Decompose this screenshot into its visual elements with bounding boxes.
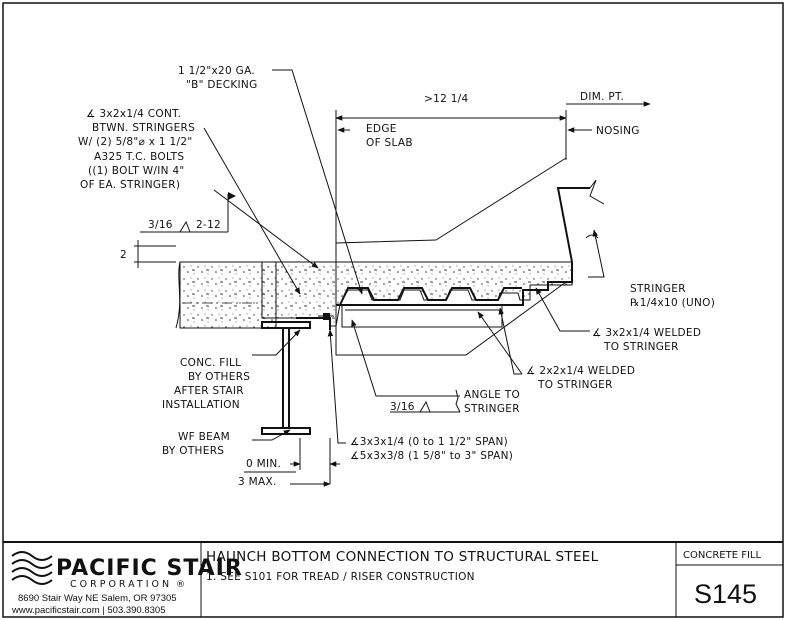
dimensions: [134, 101, 651, 487]
angle-to-label-2: STRINGER: [464, 403, 520, 415]
weld-bottom-size: 3/16: [390, 401, 415, 413]
sheet-category: CONCRETE FILL: [683, 550, 761, 561]
sheet-title: HAUNCH BOTTOM CONNECTION TO STRUCTURAL S…: [206, 549, 599, 565]
decking-label-1: 1 1/2"x20 GA.: [178, 65, 255, 77]
angle-to-label-1: ANGLE TO: [464, 389, 520, 401]
angle-cont-label-6: OF EA. STRINGER): [80, 179, 180, 191]
company-address: 8690 Stair Way NE Salem, OR 97305: [18, 593, 177, 604]
dim-vertical: 2: [120, 249, 127, 261]
edge-label-1: EDGE: [366, 123, 397, 135]
sheet-number: S145: [694, 579, 757, 609]
conc-label-2: BY OTHERS: [188, 371, 250, 383]
decking-label-2: "B" DECKING: [186, 79, 258, 91]
min-label: 0 MIN.: [246, 458, 281, 470]
company-logo: PACIFIC STAIR CORPORATION ®: [11, 551, 243, 590]
edge-label-2: OF SLAB: [366, 137, 413, 149]
company-name: PACIFIC STAIR: [56, 556, 243, 581]
max-label: 3 MAX.: [238, 476, 277, 488]
concrete-slab: [175, 261, 277, 329]
angle-cont-label-3: W/ (2) 5/8"⌀ x 1 1/2": [78, 136, 192, 148]
angle-welded-label-1: ∡ 3x2x1/4 WELDED: [592, 327, 701, 339]
dim-top: >12 1/4: [424, 93, 469, 105]
nosing-label: NOSING: [596, 125, 640, 137]
concrete-fill: [261, 261, 573, 327]
angle-cont-label-2: BTWN. STRINGERS: [92, 122, 195, 134]
registered-mark: ®: [176, 580, 185, 590]
conc-label-3: AFTER STAIR: [174, 385, 244, 397]
dim-pt: DIM. PT.: [580, 91, 624, 103]
stringer-label-1: STRINGER: [630, 283, 686, 295]
angle-cont-label-1: ∡ 3x2x1/4 CONT.: [86, 108, 181, 120]
weld-top-length: 2-12: [196, 219, 221, 231]
sheet-note: 1. SEE S101 FOR TREAD / RISER CONSTRUCTI…: [206, 571, 475, 583]
title-block: PACIFIC STAIR CORPORATION ® 8690 Stair W…: [3, 541, 783, 617]
leaders: [203, 69, 605, 444]
callout-text: 1 1/2"x20 GA. "B" DECKING ∡ 3x2x1/4 CONT…: [78, 65, 715, 488]
weld-symbols: [140, 192, 461, 413]
angle-welded-label-2: TO STRINGER: [603, 341, 679, 353]
connection-angle: [296, 313, 334, 330]
company-sub: CORPORATION: [70, 579, 172, 590]
conc-label-1: CONC. FILL: [180, 357, 241, 369]
angle2-welded-label-1: ∡ 2x2x1/4 WELDED: [526, 365, 635, 377]
stair-stringer: [335, 157, 605, 356]
wf-label-2: BY OTHERS: [162, 445, 224, 457]
angle-cont-label-5: ((1) BOLT W/IN 4": [88, 165, 185, 177]
company-contact: www.pacificstair.com | 503.390.8305: [11, 605, 166, 616]
stringer-label-2: ℞1/4x10 (UNO): [630, 297, 715, 309]
detail-drawing: 1 1/2"x20 GA. "B" DECKING ∡ 3x2x1/4 CONT…: [78, 65, 715, 488]
span-label-1: ∡3x3x1/4 (0 to 1 1/2" SPAN): [350, 436, 508, 448]
wf-beam: [261, 321, 311, 435]
conc-label-4: INSTALLATION: [162, 399, 240, 411]
weld-top-size: 3/16: [148, 219, 173, 231]
span-label-2: ∡5x3x3/8 (1 5/8" to 3" SPAN): [350, 450, 513, 462]
wave-logo-icon: [11, 551, 53, 585]
wf-label-1: WF BEAM: [178, 431, 230, 443]
angle-cont-label-4: A325 T.C. BOLTS: [94, 151, 184, 163]
angle2-welded-label-2: TO STRINGER: [537, 379, 613, 391]
